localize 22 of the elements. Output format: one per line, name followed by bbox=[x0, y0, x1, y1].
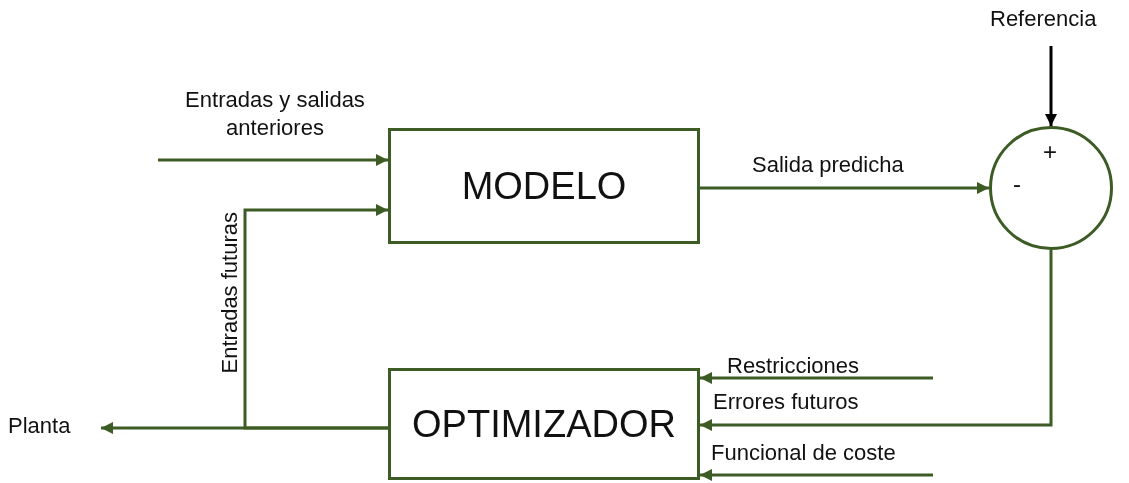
node-text: Referencia bbox=[990, 6, 1097, 31]
edge-label: Restricciones bbox=[727, 352, 860, 380]
edge-label: Errores futuros bbox=[713, 388, 859, 416]
arrow bbox=[700, 469, 933, 481]
arrow bbox=[700, 250, 1053, 431]
arrow bbox=[243, 204, 388, 430]
process-box bbox=[388, 128, 700, 244]
arrow bbox=[700, 182, 989, 194]
node-text: Planta bbox=[8, 413, 71, 438]
edge-label: Funcional de coste bbox=[711, 439, 896, 467]
box-title: MODELO bbox=[461, 164, 627, 208]
process-box bbox=[388, 368, 700, 480]
arrow bbox=[1045, 46, 1057, 126]
sign-label: - bbox=[1013, 170, 1021, 198]
arrow bbox=[700, 372, 933, 384]
edge-label: Salida predicha bbox=[752, 151, 904, 179]
summing-junction bbox=[989, 126, 1113, 250]
box-title: OPTIMIZADOR bbox=[412, 402, 676, 446]
sign-label: + bbox=[1043, 138, 1057, 166]
arrow bbox=[158, 154, 388, 166]
edge-label: Entradas y salidas anteriores bbox=[184, 86, 366, 142]
edge-label: Entradas futuras bbox=[216, 212, 243, 374]
